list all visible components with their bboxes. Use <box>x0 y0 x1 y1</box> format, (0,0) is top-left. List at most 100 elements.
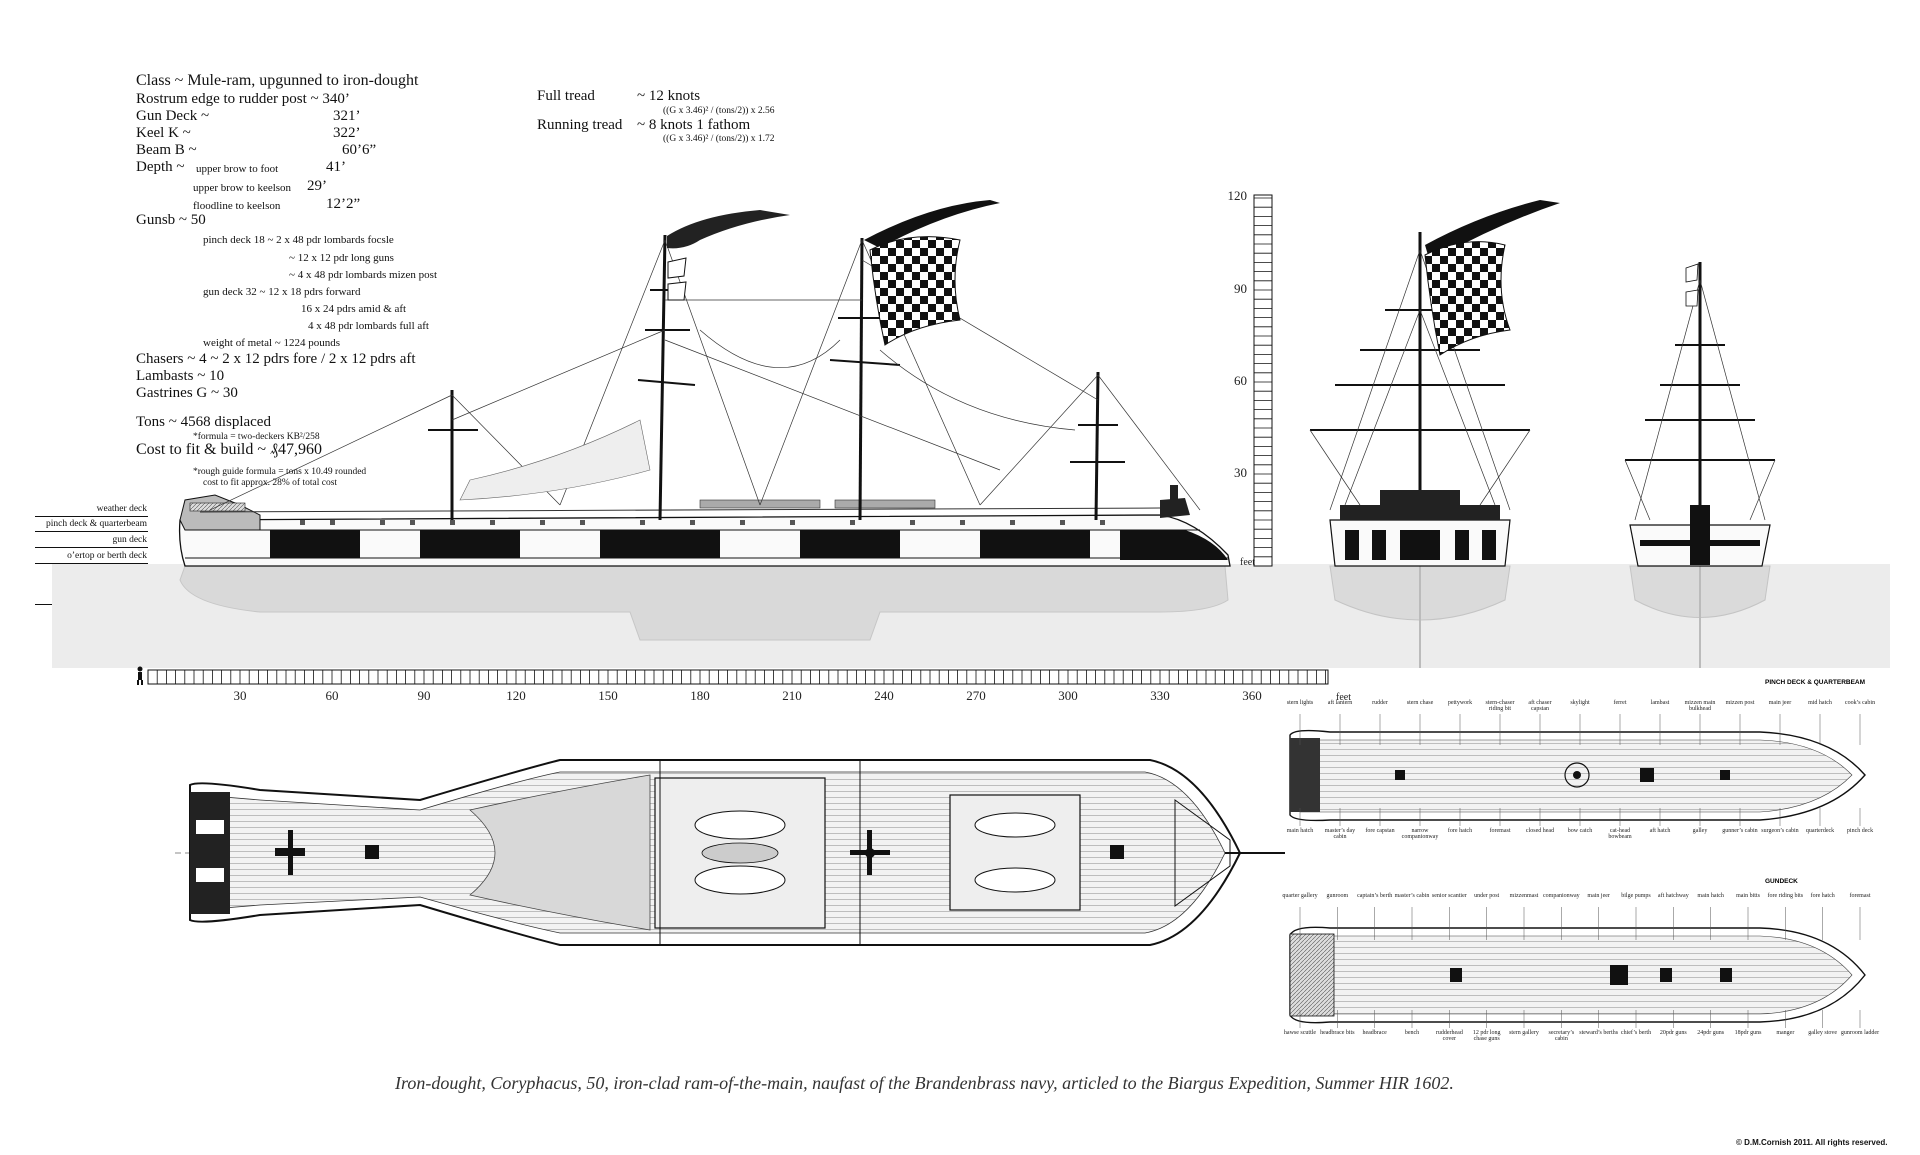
deck-plan-label: chief’s berth <box>1620 1030 1652 1036</box>
deck-plan-label: pettywork <box>1447 700 1473 706</box>
deck-plan-label: master’s cabin <box>1394 893 1430 899</box>
vscale-tick-label: 90 <box>1234 281 1247 296</box>
deck-line <box>35 547 148 548</box>
deck-plan-label: rudder <box>1372 700 1388 706</box>
deck-plan-label: under post <box>1474 893 1500 899</box>
gun-row: gun deck 32 ~ 12 x 18 pdrs forward <box>203 286 361 298</box>
deck-plan-label: headbrace <box>1362 1030 1387 1036</box>
deck-plan-label: pinch deck <box>1846 828 1874 834</box>
depth-row-label: upper brow to foot <box>196 163 279 175</box>
spec-lambasts: Lambasts ~ 10 <box>136 368 225 384</box>
hscale-tick-label: 330 <box>1150 688 1170 703</box>
deck-plan-label: 18pdr guns <box>1734 1030 1762 1036</box>
hscale-tick-label: 120 <box>506 688 526 703</box>
deck-plan-label: companionway <box>1543 893 1580 899</box>
vertical-scale: 120 90 60 30 feet <box>1228 188 1273 568</box>
horizontal-scale: 30 60 90 120 150 180 210 240 270 300 330… <box>137 666 1351 703</box>
spec-beam-label: Beam B ~ <box>136 142 197 158</box>
spec-cost: Cost to fit & build ~ ₰47,960 <box>136 441 322 458</box>
vscale-tick-label: 30 <box>1234 465 1247 480</box>
spec-keel-label: Keel K ~ <box>136 125 191 141</box>
full-tread-formula: ((G x 3.46)² / (tons/2)) x 2.56 <box>663 106 775 116</box>
deck-plan-label: cat-head bowbeam <box>1608 828 1632 840</box>
hscale-tick-label: 240 <box>874 688 894 703</box>
running-tread-formula: ((G x 3.46)² / (tons/2)) x 1.72 <box>663 134 775 144</box>
deck-plan-label: bow catch <box>1567 828 1593 834</box>
deck-plan-label: mizzenmast <box>1509 893 1539 899</box>
bow-view <box>1624 262 1776 668</box>
vscale-tick-label: 120 <box>1228 188 1248 203</box>
deck-plan-label: fore capstan <box>1365 828 1395 834</box>
running-tread-value: ~ 8 knots 1 fathom <box>637 117 751 133</box>
depth-row-value: 12’2” <box>326 196 361 212</box>
hscale-unit: feet <box>1336 692 1351 703</box>
deck-plan-label: aft chaser capstan <box>1528 700 1552 712</box>
spec-guns: Gunsb ~ 50 <box>136 212 206 228</box>
full-tread-value: ~ 12 knots <box>637 88 701 104</box>
spec-chasers: Chasers ~ 4 ~ 2 x 12 pdrs fore / 2 x 12 … <box>136 351 416 367</box>
depth-row-label: floodline to keelson <box>193 200 281 212</box>
gun-deck-plan: GUNDECK <box>1289 878 1866 1028</box>
spec-cost-note: *rough guide formula = tons x 10.49 roun… <box>193 467 367 477</box>
spec-keel-value: 322’ <box>333 125 361 141</box>
gun-row: weight of metal ~ 1224 pounds <box>203 337 341 349</box>
deck-plan-label: gunner’s cabin <box>1722 828 1758 834</box>
plan-caption: Iron-dought, Coryphacus, 50, iron-clad r… <box>395 1073 1454 1093</box>
deck-label-gun: gun deck <box>112 535 147 545</box>
gun-row: ~ 12 x 12 pdr long guns <box>289 252 394 264</box>
deck-plan-label: 20pdr guns <box>1659 1030 1687 1036</box>
deck-plan-label: mizzen main bulkhead <box>1684 700 1716 712</box>
hscale-tick-label: 210 <box>782 688 802 703</box>
deck-plan-label: mid hatch <box>1808 700 1832 706</box>
scale-figure-icon <box>137 666 143 685</box>
depth-row-value: 41’ <box>326 159 346 175</box>
gun-row: 16 x 24 pdrs amid & aft <box>301 303 407 315</box>
deck-plan-label: main hatch <box>1286 828 1314 834</box>
deck-plan-label: stern lights <box>1286 700 1314 706</box>
copyright-notice: © D.M.Cornish 2011. All rights reserved. <box>1736 1138 1888 1147</box>
vscale-tick-label: 60 <box>1234 373 1247 388</box>
hscale-tick-label: 150 <box>598 688 618 703</box>
pinch-deck-plan: PINCH DECK & QUARTERBEAM <box>1289 679 1866 826</box>
deck-plan-label: narrow companionway <box>1401 828 1439 840</box>
deck-plan-label: main bitts <box>1736 893 1760 899</box>
deck-plan-label: cook’s cabin <box>1844 700 1876 706</box>
deck-plan-label: quarterdeck <box>1805 828 1835 834</box>
deck-plan-label: steward’s berths <box>1579 1030 1619 1036</box>
deck-label-weather: weather deck <box>96 504 147 514</box>
pinch-deck-title: PINCH DECK & QUARTERBEAM <box>1765 679 1865 686</box>
deck-plan-label: 24pdr guns <box>1697 1030 1725 1036</box>
deck-plan-label: senior scantier <box>1431 893 1467 899</box>
deck-plan-label: rudderhead cover <box>1435 1030 1463 1042</box>
deck-plan-label: aft hatch <box>1649 828 1671 834</box>
hscale-tick-label: 270 <box>966 688 986 703</box>
spec-beam-value: 60’6” <box>342 142 377 158</box>
spec-class: Class ~ Mule-ram, upgunned to iron-dough… <box>136 72 419 89</box>
deck-plan-label: main hatch <box>1697 893 1724 899</box>
gun-deck-title: GUNDECK <box>1765 878 1798 885</box>
deck-plan-label: stern-chaser riding bit <box>1485 700 1515 712</box>
deck-plan-label: lambast <box>1650 700 1670 706</box>
deck-plan-label: fore riding bits <box>1767 893 1804 899</box>
gun-row: pinch deck 18 ~ 2 x 48 pdr lombards focs… <box>203 234 394 246</box>
deck-plan-label: bilge pumps <box>1621 893 1651 899</box>
deck-plan-label: skylight <box>1570 700 1590 706</box>
deck-plan-label: stern gallery <box>1509 1030 1539 1036</box>
spec-gastrines: Gastrines G ~ 30 <box>136 385 238 401</box>
spec-tons: Tons ~ 4568 displaced <box>136 414 271 430</box>
deck-plan-label: master’s day cabin <box>1324 828 1356 840</box>
deck-plan-label: fore hatch <box>1447 828 1473 834</box>
hscale-tick-label: 360 <box>1242 688 1262 703</box>
deck-plan-label: galley stove <box>1808 1030 1838 1036</box>
deck-plan-label: captain’s berth <box>1357 893 1393 899</box>
deck-plan-label: hawse scuttle <box>1283 1030 1317 1036</box>
depth-row-value: 29’ <box>307 178 327 194</box>
hscale-tick-label: 300 <box>1058 688 1078 703</box>
deck-plan-label: 12 pdr long chase guns <box>1472 1030 1501 1042</box>
spec-rostrum: Rostrum edge to rudder post ~ 340’ <box>136 91 350 107</box>
deck-plan-label: ferret <box>1613 700 1627 706</box>
deck-plan-label: secretary’s cabin <box>1548 1030 1575 1042</box>
deck-label-pinch: pinch deck & quarterbeam <box>45 519 147 529</box>
running-tread-label: Running tread <box>537 117 623 133</box>
